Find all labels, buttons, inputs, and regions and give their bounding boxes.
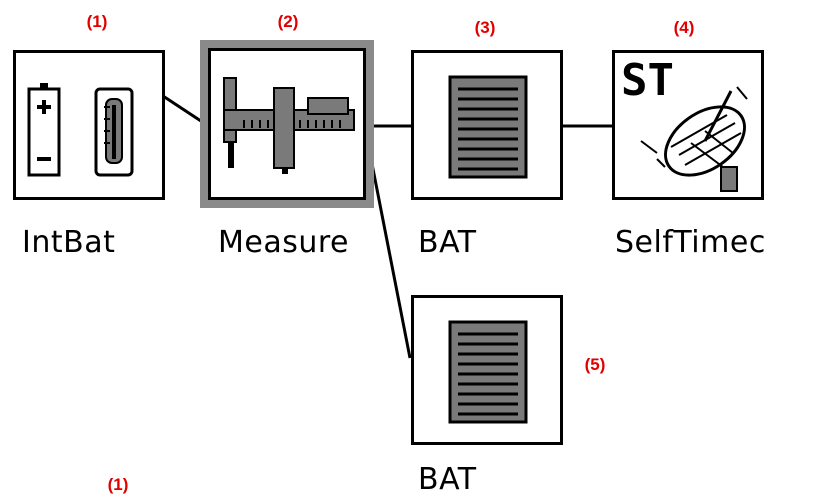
marker-4: (4) (673, 18, 695, 37)
node-measure[interactable] (200, 40, 374, 208)
wire-intbat-measure (162, 94, 208, 127)
node-intbat[interactable] (13, 50, 165, 200)
node-label-selftimec: SelfTimec (615, 225, 766, 260)
node-label-bat-1: BAT (418, 225, 477, 260)
battery-thermometer-icon (27, 83, 134, 177)
st-badge: ST (621, 55, 674, 106)
node-bat-1[interactable] (411, 50, 563, 200)
document-lines-icon (448, 320, 528, 424)
marker-1-bottom: (1) (107, 475, 129, 494)
node-bat-2[interactable] (411, 295, 563, 445)
node-selftimec[interactable]: ST (612, 50, 764, 200)
node-label-intbat: IntBat (22, 225, 116, 260)
document-lines-icon (448, 75, 528, 179)
satellite-dish-icon (640, 86, 748, 192)
node-label-measure: Measure (218, 225, 349, 260)
marker-5: (5) (584, 355, 606, 374)
marker-3: (3) (474, 18, 496, 37)
marker-1: (1) (86, 12, 108, 31)
marker-2: (2) (277, 12, 299, 31)
caliper-icon (223, 77, 355, 174)
node-label-bat-2: BAT (418, 462, 477, 497)
